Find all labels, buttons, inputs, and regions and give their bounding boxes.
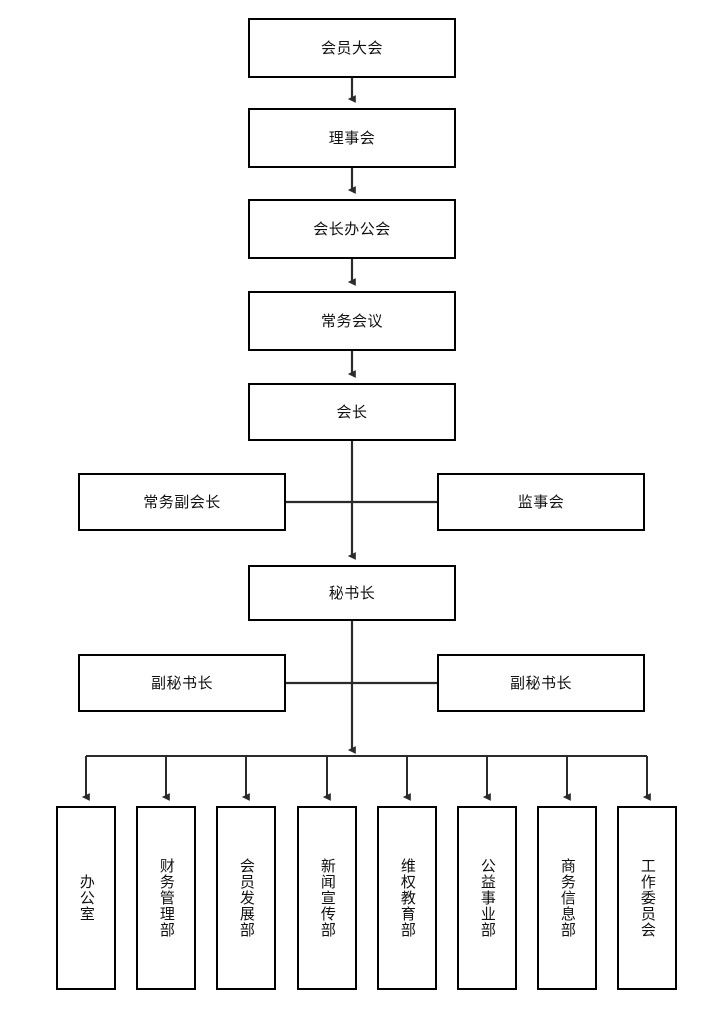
dept-label: 会员发展部 xyxy=(237,858,256,938)
dept-box-office[interactable]: 办公室 xyxy=(56,806,116,990)
dept-box-finance-management-dept[interactable]: 财务管理部 xyxy=(136,806,196,990)
node-executive-vice-president[interactable]: 常务副会长 xyxy=(78,473,286,531)
node-members-assembly[interactable]: 会员大会 xyxy=(248,18,456,78)
dept-label: 公益事业部 xyxy=(478,858,497,938)
dept-box-news-publicity-dept[interactable]: 新闻宣传部 xyxy=(297,806,357,990)
dept-label: 财务管理部 xyxy=(157,858,176,938)
node-label: 理事会 xyxy=(328,128,376,147)
node-council[interactable]: 理事会 xyxy=(248,108,456,168)
node-label: 会长办公会 xyxy=(313,219,391,238)
dept-box-rights-education-dept[interactable]: 维权教育部 xyxy=(377,806,437,990)
dept-label: 维权教育部 xyxy=(398,858,417,938)
node-supervisory-board[interactable]: 监事会 xyxy=(437,473,645,531)
node-label: 秘书长 xyxy=(328,583,376,602)
dept-label: 办公室 xyxy=(77,874,96,922)
node-label: 常务会议 xyxy=(320,311,383,330)
dept-box-work-committee[interactable]: 工作委员会 xyxy=(617,806,677,990)
dept-box-public-welfare-dept[interactable]: 公益事业部 xyxy=(457,806,517,990)
node-deputy-secretary-general-left[interactable]: 副秘书长 xyxy=(78,654,286,712)
node-label: 会员大会 xyxy=(320,38,383,57)
node-president[interactable]: 会长 xyxy=(248,383,456,441)
node-deputy-secretary-general-right[interactable]: 副秘书长 xyxy=(437,654,645,712)
dept-label: 商务信息部 xyxy=(558,858,577,938)
node-president-office-meeting[interactable]: 会长办公会 xyxy=(248,199,456,259)
node-label: 常务副会长 xyxy=(143,492,221,511)
dept-label: 工作委员会 xyxy=(638,858,657,938)
node-secretary-general[interactable]: 秘书长 xyxy=(248,565,456,621)
node-label: 副秘书长 xyxy=(509,673,572,692)
node-label: 监事会 xyxy=(517,492,565,511)
department-connector-group xyxy=(81,755,651,801)
dept-box-member-development-dept[interactable]: 会员发展部 xyxy=(216,806,276,990)
dept-label: 新闻宣传部 xyxy=(318,858,337,938)
node-label: 副秘书长 xyxy=(150,673,213,692)
node-label: 会长 xyxy=(336,402,368,421)
dept-box-business-information-dept[interactable]: 商务信息部 xyxy=(537,806,597,990)
node-executive-meeting[interactable]: 常务会议 xyxy=(248,291,456,351)
